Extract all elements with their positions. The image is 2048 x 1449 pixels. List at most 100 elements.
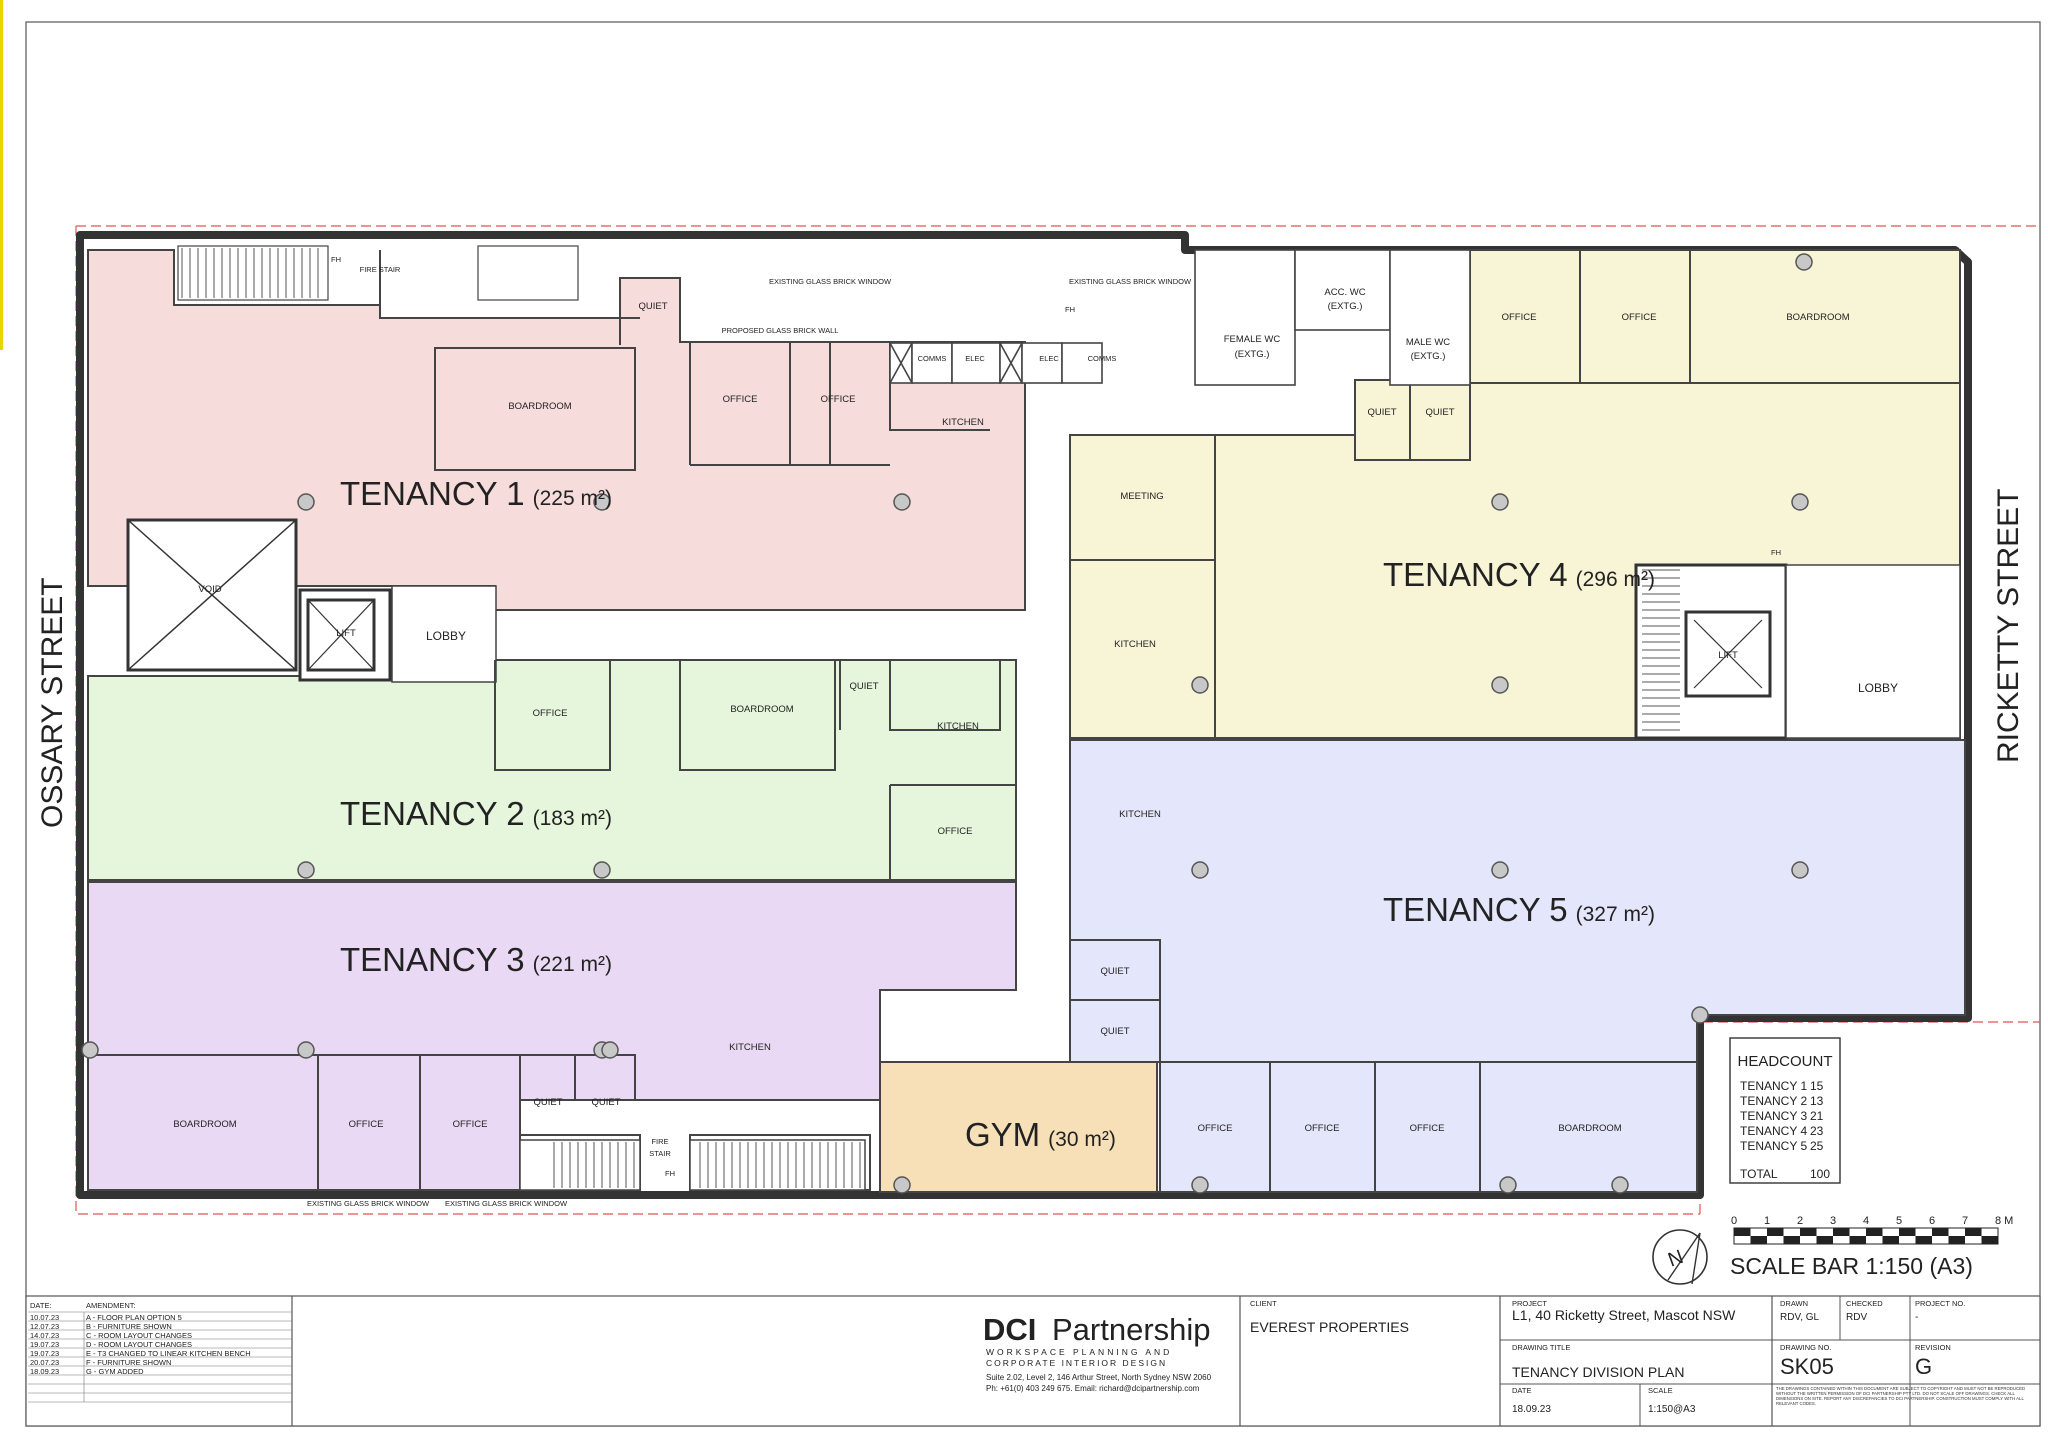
client-value: EVEREST PROPERTIES: [1250, 1319, 1409, 1335]
gym-area-label: (30 m²): [1048, 1128, 1116, 1151]
label-kitchen-t5: KITCHEN: [1119, 809, 1161, 820]
scale-tick-5: 5: [1896, 1215, 1902, 1227]
column-13: [1491, 493, 1509, 511]
project-no-value: -: [1915, 1312, 1918, 1323]
label-fh-4: FH: [1771, 548, 1781, 557]
label-boardroom-t2: BOARDROOM: [730, 704, 793, 715]
tenancy-5-name: TENANCY 5: [1383, 891, 1568, 928]
column-12: [1791, 493, 1809, 511]
column-1: [297, 493, 315, 511]
column-20: [81, 1041, 99, 1059]
amend-text-1: B - FURNITURE SHOWN: [86, 1322, 172, 1331]
label-quiet-t5b: QUIET: [1100, 1026, 1129, 1037]
column-19: [1691, 1006, 1709, 1024]
label-fire-s-b: STAIR: [649, 1149, 671, 1158]
label-boardroom-t4: BOARDROOM: [1786, 312, 1849, 323]
column-5: [593, 861, 611, 879]
column-21: [1611, 1176, 1629, 1194]
label-office-t2b: OFFICE: [938, 826, 973, 837]
north-arrow: N: [1652, 1229, 1708, 1285]
column-11: [1795, 253, 1813, 271]
label-quiet-t2: QUIET: [849, 681, 878, 692]
tenancy-3-area: [87, 881, 1017, 1191]
amend-text-0: A - FLOOR PLAN OPTION 5: [86, 1313, 182, 1322]
amend-text-6: G - GYM ADDED: [86, 1367, 144, 1376]
street-east: RICKETTY STREET: [1992, 489, 2025, 763]
scale-label: SCALE: [1648, 1386, 1673, 1395]
amend-text-3: D - ROOM LAYOUT CHANGES: [86, 1340, 192, 1349]
label-lift-e: LIFT: [1718, 650, 1738, 661]
gym-name: GYM: [965, 1116, 1040, 1153]
columns: [81, 253, 1813, 1194]
svg-text:TENANCY 2(183 m²): TENANCY 2(183 m²): [340, 795, 612, 832]
headcount-table: HEADCOUNT TENANCY 1 15 TENANCY 2 13 TENA…: [1729, 1037, 1841, 1184]
label-proposed-wall: PROPOSED GLASS BRICK WALL: [722, 326, 839, 335]
firm-tagline-2: CORPORATE INTERIOR DESIGN: [986, 1358, 1167, 1368]
amend-header: AMENDMENT:: [86, 1301, 136, 1310]
label-kitchen-t4: KITCHEN: [1114, 639, 1156, 650]
label-window-4: EXISTING GLASS BRICK WINDOW: [445, 1199, 568, 1208]
label-quiet-t3a: QUIET: [533, 1097, 562, 1108]
label-office-t5b: OFFICE: [1305, 1123, 1340, 1134]
column-16: [1191, 861, 1209, 879]
label-female-extg: (EXTG.): [1235, 349, 1270, 360]
tenancy-3-name: TENANCY 3: [340, 941, 525, 978]
firm-tagline-1: WORKSPACE PLANNING AND: [986, 1347, 1172, 1357]
north-label: N: [1665, 1246, 1686, 1272]
tenancy-1-area-label: (225 m²): [533, 487, 612, 510]
label-quiet-t1: QUIET: [638, 301, 667, 312]
amend-date-2: 14.07.23: [30, 1331, 59, 1340]
void-lift: [126, 518, 497, 683]
scale-tick-1: 1: [1764, 1215, 1770, 1227]
tenancy-4-name: TENANCY 4: [1383, 556, 1568, 593]
revision-value: G: [1915, 1354, 1932, 1379]
amend-text-2: C - ROOM LAYOUT CHANGES: [86, 1331, 192, 1340]
fire-stair-south: [519, 1139, 866, 1191]
tenancy-5-area-label: (327 m²): [1576, 903, 1655, 926]
services-strip: [889, 342, 1103, 384]
hc-row-4-label: TENANCY 4: [1740, 1124, 1807, 1138]
amend-date-4: 19.07.23: [30, 1349, 59, 1358]
edge-marker: [0, 0, 3, 350]
label-elec-1: ELEC: [965, 354, 985, 363]
label-office-t3b: OFFICE: [453, 1119, 488, 1130]
hc-row-2-value: 13: [1810, 1094, 1824, 1108]
hc-row-5-value: 25: [1810, 1139, 1824, 1153]
revision-label: REVISION: [1915, 1343, 1951, 1352]
label-comms-1: COMMS: [918, 354, 947, 363]
column-18: [1791, 861, 1809, 879]
drawn-label: DRAWN: [1780, 1299, 1808, 1308]
label-window-2: EXISTING GLASS BRICK WINDOW: [1069, 277, 1192, 286]
label-office-t4a: OFFICE: [1502, 312, 1537, 323]
scale-tick-2: 2: [1797, 1215, 1803, 1227]
column-4: [297, 861, 315, 879]
hc-total-value: 100: [1810, 1167, 1830, 1181]
fire-stair-north: [177, 245, 579, 301]
column-9: [1191, 1176, 1209, 1194]
disclaimer-text: THE DRAWINGS CONTAINED WITHIN THIS DOCUM…: [1776, 1386, 2026, 1406]
label-quiet-t5a: QUIET: [1100, 966, 1129, 977]
tenancy-labels: TENANCY 1(225 m²) TENANCY 2(183 m²) TENA…: [340, 475, 1655, 1153]
drawing-no-value: SK05: [1780, 1354, 1834, 1379]
label-acc-wc: ACC. WC: [1324, 287, 1365, 298]
client-label: CLIENT: [1250, 1299, 1277, 1308]
hc-row-1-value: 15: [1810, 1079, 1824, 1093]
scale-value: 1:150@A3: [1648, 1404, 1696, 1415]
label-office-t4b: OFFICE: [1622, 312, 1657, 323]
label-boardroom-t3: BOARDROOM: [173, 1119, 236, 1130]
column-3: [893, 493, 911, 511]
svg-text:TENANCY 5(327 m²): TENANCY 5 (327 m²): [1383, 891, 1655, 928]
label-kitchen-t1: KITCHEN: [942, 417, 984, 428]
room-labels: FIRE STAIR FH QUIET BOARDROOM OFFICE OFF…: [173, 255, 1898, 1208]
label-fh-2: FH: [1065, 305, 1075, 314]
label-office-t1a: OFFICE: [723, 394, 758, 405]
east-core: [1634, 563, 1961, 740]
label-fh-1: FH: [331, 255, 341, 264]
label-quiet-t4a: QUIET: [1367, 407, 1396, 418]
label-male-wc: MALE WC: [1406, 337, 1450, 348]
amend-date-3: 19.07.23: [30, 1340, 59, 1349]
label-void: VOID: [198, 584, 221, 595]
drawing-title-value: TENANCY DIVISION PLAN: [1512, 1364, 1684, 1380]
label-window-1: EXISTING GLASS BRICK WINDOW: [769, 277, 892, 286]
